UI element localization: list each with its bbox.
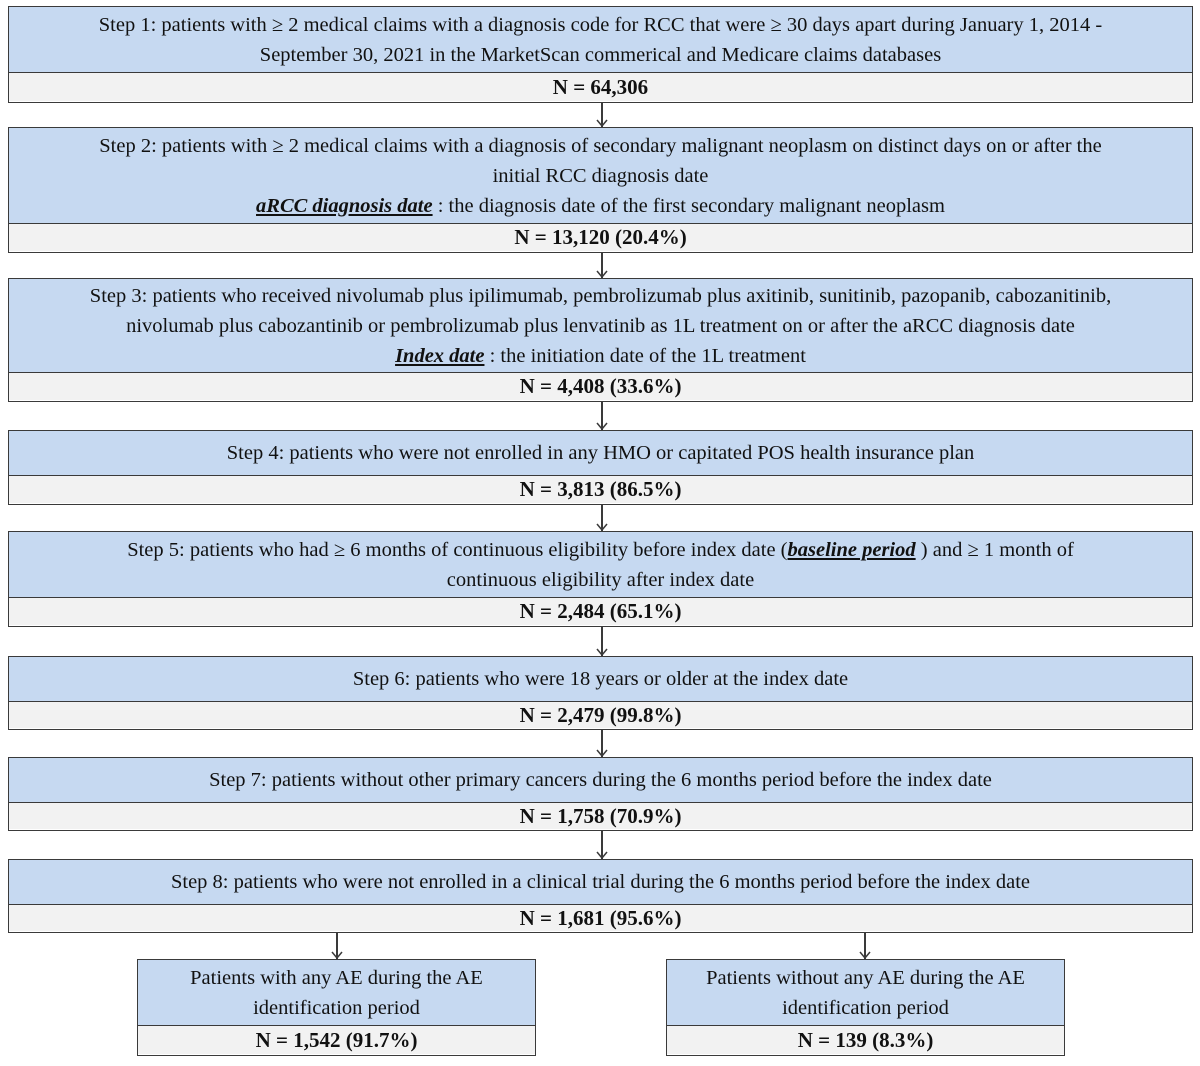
without-ae-line-2: identification period xyxy=(782,996,949,1019)
step-4-line-1: Step 4: patients who were not enrolled i… xyxy=(226,442,975,464)
with-ae-box: Patients with any AE during the AE ident… xyxy=(137,959,536,1056)
step-5-line-2: continuous eligibility after index date xyxy=(446,568,755,591)
without-ae-box: Patients without any AE during the AE id… xyxy=(666,959,1065,1056)
arrow-step2-to-step3 xyxy=(596,253,608,278)
step-5-line-1-end: ) and ≥ 1 month of xyxy=(915,538,1074,561)
step-2-count: N = 13,120 (20.4%) xyxy=(9,224,1192,251)
step-8-description: Step 8: patients who were not enrolled i… xyxy=(9,860,1192,905)
step-8-count: N = 1,681 (95.6%) xyxy=(9,905,1192,931)
step-6-description: Step 6: patients who were 18 years or ol… xyxy=(9,657,1192,702)
step-2-box: Step 2: patients with ≥ 2 medical claims… xyxy=(8,127,1193,253)
with-ae-count: N = 1,542 (91.7%) xyxy=(138,1026,535,1054)
arrow-step7-to-step8 xyxy=(596,831,608,859)
arrow-step5-to-step6 xyxy=(596,627,608,656)
step-8-box: Step 8: patients who were not enrolled i… xyxy=(8,859,1193,933)
without-ae-description: Patients without any AE during the AE id… xyxy=(667,960,1064,1026)
arrow-step8-to-without-ae xyxy=(859,933,871,959)
step-6-box: Step 6: patients who were 18 years or ol… xyxy=(8,656,1193,730)
arrow-step8-to-with-ae xyxy=(331,933,343,959)
step-6-line-1: Step 6: patients who were 18 years or ol… xyxy=(352,668,849,690)
arcc-diagnosis-date-term: aRCC diagnosis date xyxy=(256,194,433,217)
baseline-period-term: baseline period xyxy=(787,538,916,561)
step-4-count: N = 3,813 (86.5%) xyxy=(9,476,1192,503)
arrow-step4-to-step5 xyxy=(596,505,608,531)
without-ae-count: N = 139 (8.3%) xyxy=(667,1026,1064,1054)
step-2-definition-text: : the diagnosis date of the first second… xyxy=(432,194,945,217)
step-3-count: N = 4,408 (33.6%) xyxy=(9,373,1192,400)
step-2-definition: aRCC diagnosis date : the diagnosis date… xyxy=(99,191,1101,221)
arrow-step3-to-step4 xyxy=(596,402,608,430)
step-6-count: N = 2,479 (99.8%) xyxy=(9,702,1192,728)
step-8-line-1: Step 8: patients who were not enrolled i… xyxy=(170,871,1031,893)
step-5-description: Step 5: patients who had ≥ 6 months of c… xyxy=(9,532,1192,598)
without-ae-line-1: Patients without any AE during the AE xyxy=(706,966,1025,989)
step-3-definition-text: : the initiation date of the 1L treatmen… xyxy=(484,344,806,367)
step-4-description: Step 4: patients who were not enrolled i… xyxy=(9,431,1192,476)
index-date-term: Index date xyxy=(395,344,485,367)
with-ae-line-2: identification period xyxy=(253,996,420,1019)
step-3-definition: Index date : the initiation date of the … xyxy=(90,341,1111,371)
step-7-count: N = 1,758 (70.9%) xyxy=(9,803,1192,829)
step-3-line-1: Step 3: patients who received nivolumab … xyxy=(89,284,1112,307)
step-7-box: Step 7: patients without other primary c… xyxy=(8,757,1193,831)
arrow-step6-to-step7 xyxy=(596,730,608,757)
step-1-box: Step 1: patients with ≥ 2 medical claims… xyxy=(8,6,1193,103)
step-5-count: N = 2,484 (65.1%) xyxy=(9,598,1192,625)
step-3-box: Step 3: patients who received nivolumab … xyxy=(8,278,1193,402)
step-1-count: N = 64,306 xyxy=(9,73,1192,101)
step-1-line-1: Step 1: patients with ≥ 2 medical claims… xyxy=(98,13,1103,36)
step-3-line-2: nivolumab plus cabozantinib or pembroliz… xyxy=(126,314,1075,337)
step-3-description: Step 3: patients who received nivolumab … xyxy=(9,279,1192,373)
step-2-line-2: initial RCC diagnosis date xyxy=(492,164,709,187)
step-1-description: Step 1: patients with ≥ 2 medical claims… xyxy=(9,7,1192,73)
step-4-box: Step 4: patients who were not enrolled i… xyxy=(8,430,1193,505)
step-5-line-1: Step 5: patients who had ≥ 6 months of c… xyxy=(127,535,1074,565)
step-1-line-2: September 30, 2021 in the MarketScan com… xyxy=(259,43,942,66)
step-2-line-1: Step 2: patients with ≥ 2 medical claims… xyxy=(99,134,1102,157)
step-2-description: Step 2: patients with ≥ 2 medical claims… xyxy=(9,128,1192,224)
with-ae-description: Patients with any AE during the AE ident… xyxy=(138,960,535,1026)
with-ae-line-1: Patients with any AE during the AE xyxy=(190,966,483,989)
arrow-step1-to-step2 xyxy=(596,103,608,127)
step-7-line-1: Step 7: patients without other primary c… xyxy=(209,769,992,791)
step-5-box: Step 5: patients who had ≥ 6 months of c… xyxy=(8,531,1193,627)
step-5-line-1-start: Step 5: patients who had ≥ 6 months of c… xyxy=(127,538,788,561)
step-7-description: Step 7: patients without other primary c… xyxy=(9,758,1192,803)
